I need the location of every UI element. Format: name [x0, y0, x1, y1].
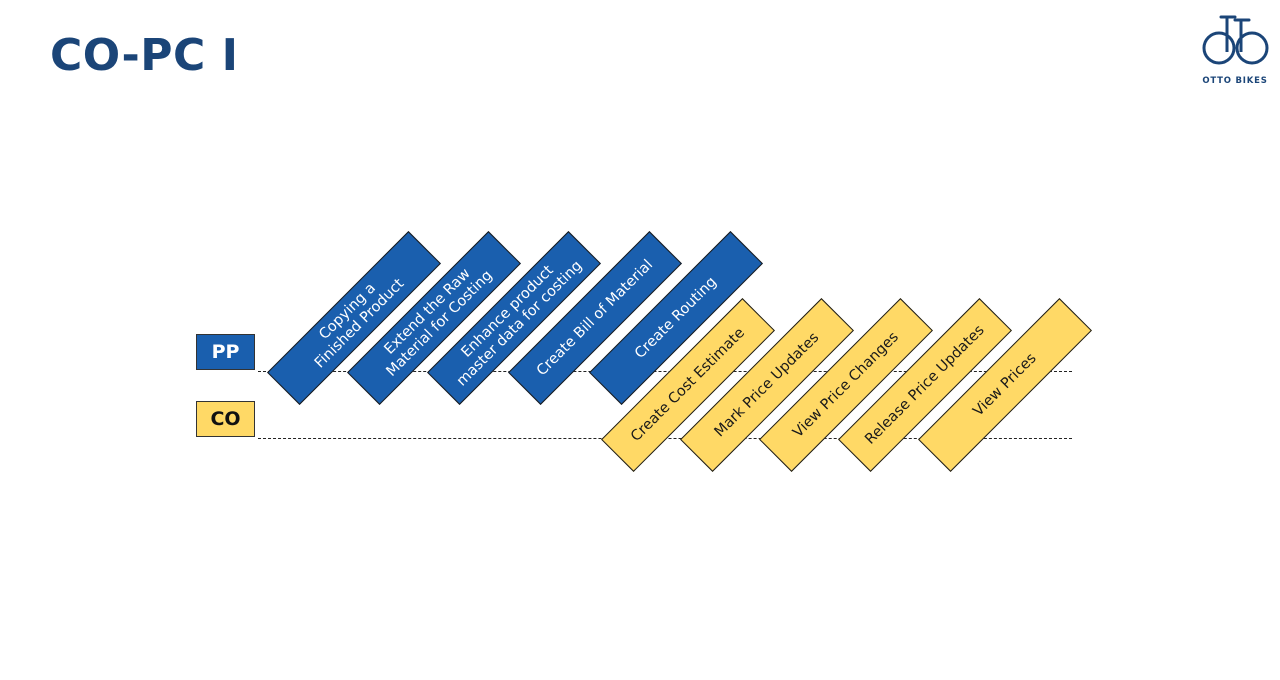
lane-line-pp — [258, 371, 1072, 372]
bicycle-icon — [1202, 15, 1269, 65]
otto-bikes-logo: OTTO BIKES — [1195, 12, 1275, 88]
page-title: CO-PC I — [50, 30, 239, 81]
lane-label-pp: PP — [196, 334, 255, 370]
lane-label-co: CO — [196, 401, 255, 437]
logo-text: OTTO BIKES — [1202, 76, 1268, 86]
